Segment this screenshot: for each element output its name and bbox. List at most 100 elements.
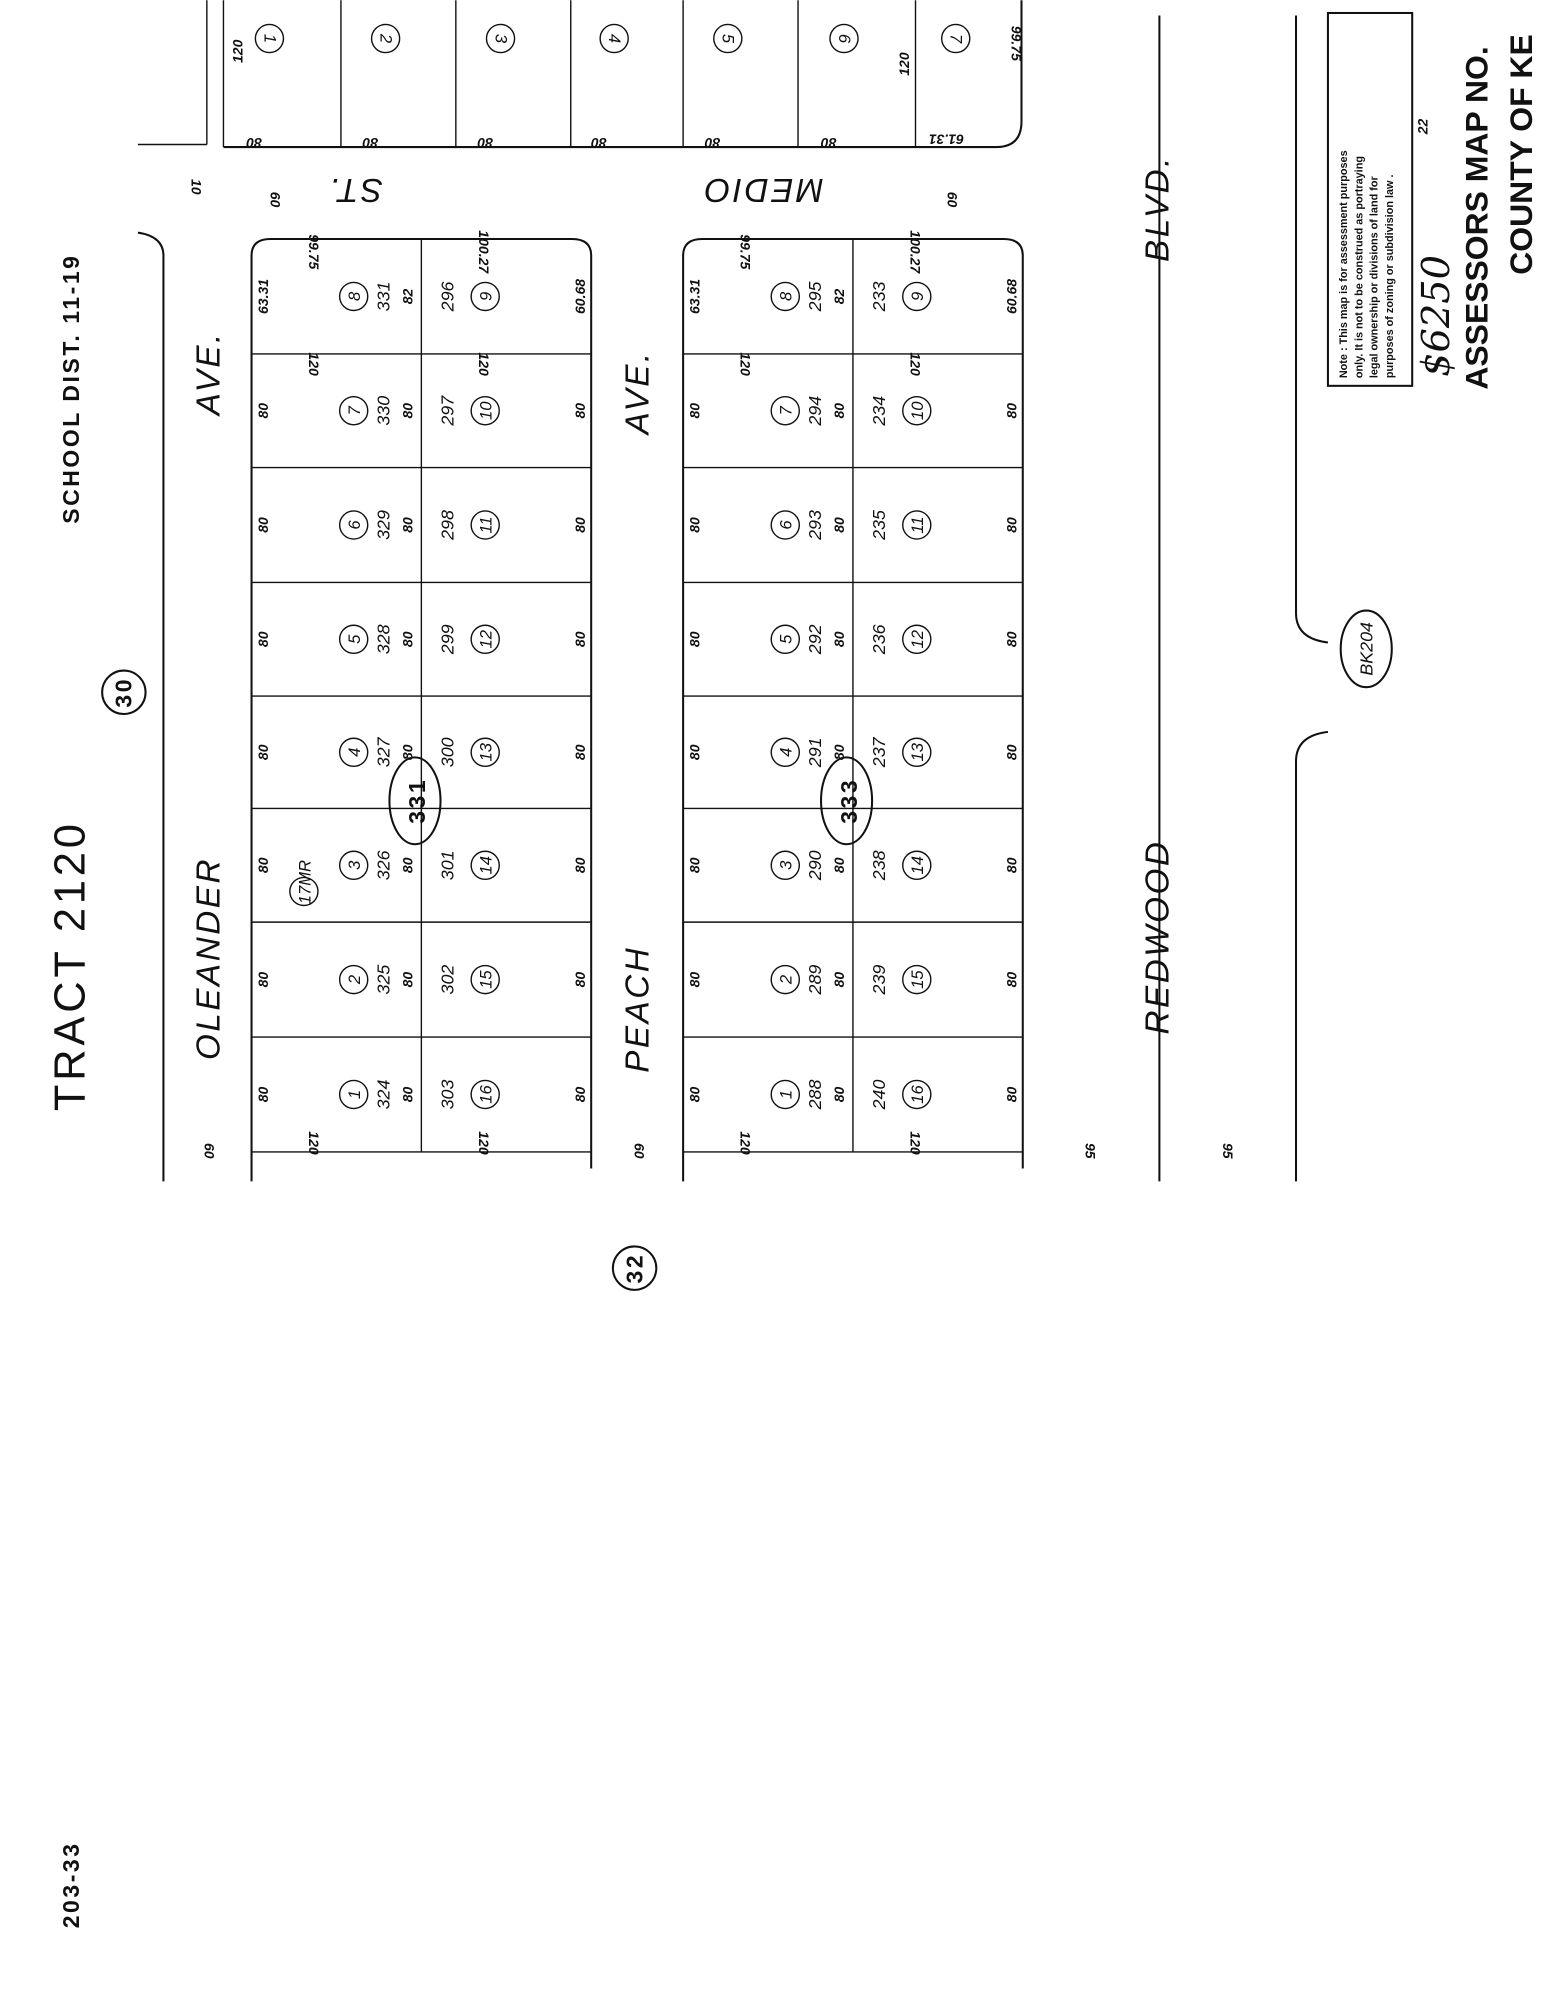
top-block-lot-5[interactable]: 5 80 [704, 23, 743, 151]
lot-frontage: 80 [255, 1086, 271, 1102]
parcel-number: 288 [805, 1080, 825, 1111]
lot-number: 7 [777, 405, 796, 415]
lot-number: 10 [477, 401, 496, 420]
note-line: purposes of zoning or subdivision law . [1384, 175, 1396, 379]
parcel-number: 295 [805, 281, 825, 312]
lot-width: 80 [399, 631, 415, 647]
lot-frontage: 80 [1003, 1086, 1019, 1102]
svg-text:60: 60 [201, 1143, 217, 1159]
lot-number: 5 [719, 34, 738, 44]
oleander-ave-suffix: AVE. [191, 331, 228, 417]
parcel-number: 289 [805, 965, 825, 996]
parcel-number: 234 [869, 396, 889, 427]
top-block-lot-1[interactable]: 180 [246, 23, 285, 151]
parcel-number: 238 [869, 850, 889, 881]
lot-depth: 120 [896, 52, 912, 76]
book-circle-30: 30 [101, 669, 147, 716]
lot-width: 80 [831, 631, 847, 647]
lot-number: 13 [908, 742, 927, 761]
lot-width: 80 [362, 135, 378, 151]
parcel-number: 300 [437, 737, 457, 767]
top-block-lot-2[interactable]: 2 80 [362, 23, 401, 151]
lot-width: 80 [831, 857, 847, 873]
redwood-blvd-suffix: BLVD. [1139, 155, 1176, 262]
svg-text:95: 95 [1220, 1143, 1236, 1159]
lot-number: 8 [345, 291, 364, 301]
note-line: Note : This map is for assessment purpos… [1338, 150, 1350, 378]
lot-frontage: 80 [687, 1086, 703, 1102]
lot-width: 80 [704, 135, 720, 151]
lot-number: 5 [345, 634, 364, 644]
east-boundary-upper [1294, 15, 1329, 644]
lot-width: 82 [831, 288, 847, 304]
parcel-number: 329 [373, 510, 393, 540]
lot-number: 9 [908, 292, 927, 301]
page-number: 203-33 [58, 1841, 84, 1928]
peach-ave-label: PEACH [620, 946, 657, 1073]
lot-frontage: 80 [1003, 631, 1019, 647]
top-block-lot-4[interactable]: 480 [591, 23, 629, 151]
top-block-lot-6[interactable]: 680 [821, 23, 859, 151]
lot-frontage: 80 [1003, 517, 1019, 533]
top-block-lot-3[interactable]: 380 [477, 23, 516, 151]
parcel-number: 239 [869, 965, 889, 996]
note-line: legal ownership or divisions of land for [1369, 176, 1381, 379]
parcel-number: 331 [373, 282, 393, 312]
fee-handwritten: $6250 [1414, 255, 1459, 377]
parcel-number: 302 [437, 965, 457, 995]
lot-number: 10 [908, 401, 927, 420]
lot-number: 4 [345, 748, 364, 757]
lot-frontage: 80 [255, 972, 271, 988]
top-block-lot-7[interactable]: 7 [940, 23, 971, 54]
lot-number: 7 [947, 34, 966, 44]
lot-depth: 120 [738, 352, 754, 376]
lot-depth: 120 [306, 1131, 322, 1155]
svg-text:60: 60 [268, 192, 284, 208]
lot-width: 80 [831, 517, 847, 533]
lot-frontage: 80 [572, 857, 588, 873]
oleander-west-line [137, 231, 165, 1182]
lot-width: 80 [831, 1086, 847, 1102]
lot-number: 2 [377, 33, 396, 43]
lot-frontage: 80 [1003, 403, 1019, 419]
lot-depth: 120 [476, 352, 492, 376]
parcel-lot-10[interactable]: 234 10 80 [869, 396, 1020, 427]
lot-frontage: 80 [1003, 857, 1019, 873]
lot-number: 5 [777, 634, 796, 644]
